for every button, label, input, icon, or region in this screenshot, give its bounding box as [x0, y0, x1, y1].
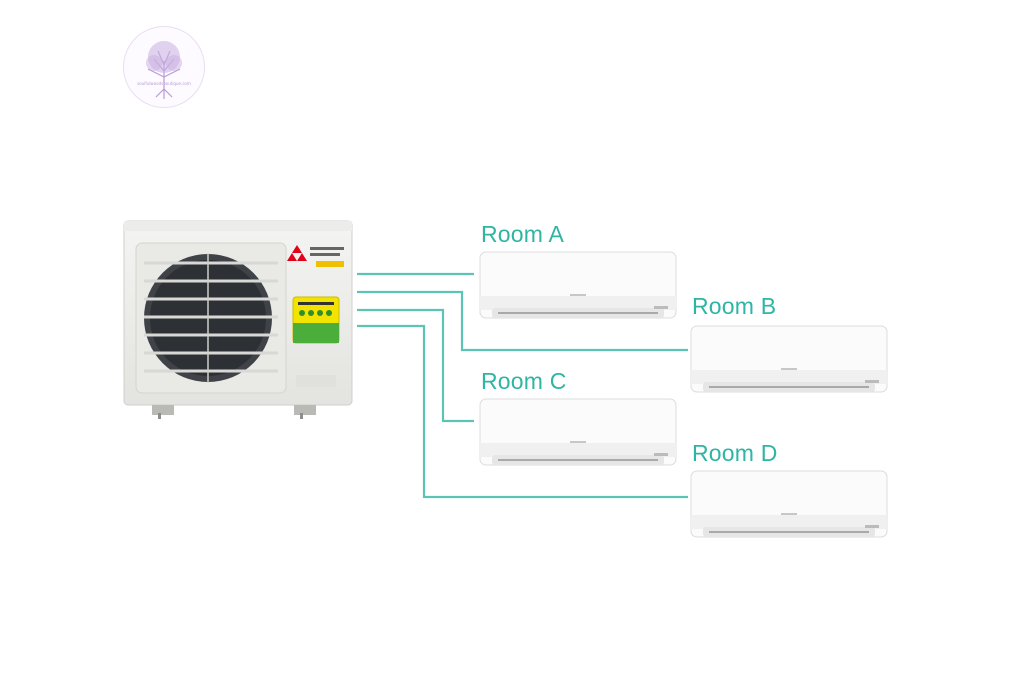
- watermark-logo: soulfulwoodsboutique.com: [123, 26, 205, 108]
- room-b-label: Room B: [692, 293, 777, 319]
- pipe-room-d: [357, 324, 688, 499]
- pipe-room-c: [357, 308, 474, 423]
- pipe-room-b: [357, 290, 688, 352]
- energy-label: [292, 296, 340, 344]
- brand-badge: [287, 245, 344, 267]
- indoor-unit-room-a: [479, 251, 677, 319]
- room-a-label: Room A: [481, 221, 565, 247]
- tree-icon: [146, 41, 182, 99]
- watermark-text: soulfulwoodsboutique.com: [137, 81, 191, 86]
- indoor-unit-room-c: [479, 398, 677, 466]
- room-c-label: Room C: [481, 368, 567, 394]
- indoor-unit-room-b: [690, 325, 888, 393]
- outdoor-unit: [123, 220, 353, 419]
- indoor-unit-room-d: [690, 470, 888, 538]
- room-d-label: Room D: [692, 440, 778, 466]
